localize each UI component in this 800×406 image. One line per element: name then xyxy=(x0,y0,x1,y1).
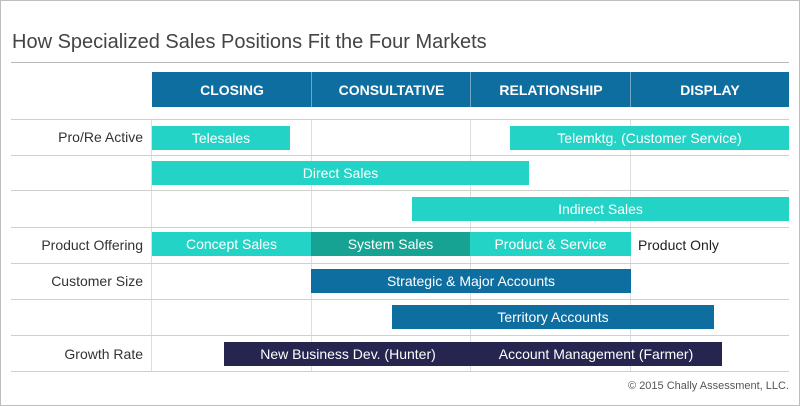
column-header-display: DISPLAY xyxy=(630,72,789,107)
bar-direct-sales: Direct Sales xyxy=(152,161,529,185)
column-header-consultative: CONSULTATIVE xyxy=(311,72,471,107)
row-label-product-offering: Product Offering xyxy=(41,237,143,253)
bar-indirect-sales: Indirect Sales xyxy=(412,197,789,221)
bar-product-service: Product & Service xyxy=(470,232,631,256)
bar-new-business-development: New Business Dev. (Hunter) xyxy=(224,342,472,366)
text-product-only: Product Only xyxy=(638,237,719,253)
bar-strategic-major-accounts: Strategic & Major Accounts xyxy=(311,269,631,293)
column-header-relationship: RELATIONSHIP xyxy=(470,72,631,107)
copyright-notice: © 2015 Chally Assessment, LLC. xyxy=(628,380,789,392)
grid-line-horizontal xyxy=(11,119,789,120)
bar-telesales: Telesales xyxy=(152,126,290,150)
grid-line-horizontal xyxy=(11,263,789,264)
bar-account-management: Account Management (Farmer) xyxy=(470,342,722,366)
bar-system-sales: System Sales xyxy=(311,232,470,256)
column-header-closing: CLOSING xyxy=(152,72,312,107)
row-label-pro-re-active: Pro/Re Active xyxy=(58,129,143,145)
grid-line-horizontal xyxy=(11,371,789,372)
bar-territory-accounts: Territory Accounts xyxy=(392,305,714,329)
grid-line-horizontal xyxy=(11,190,789,191)
grid-line-horizontal xyxy=(11,155,789,156)
grid-line-vertical xyxy=(151,119,152,371)
grid-line-horizontal xyxy=(11,299,789,300)
row-label-customer-size: Customer Size xyxy=(51,273,143,289)
grid-line-horizontal xyxy=(11,227,789,228)
bar-concept-sales: Concept Sales xyxy=(152,232,311,256)
row-label-growth-rate: Growth Rate xyxy=(64,346,143,362)
title-divider xyxy=(11,62,789,63)
diagram-title: How Specialized Sales Positions Fit the … xyxy=(12,31,487,53)
grid-line-horizontal xyxy=(11,335,789,336)
bar-telemarketing: Telemktg. (Customer Service) xyxy=(510,126,789,150)
